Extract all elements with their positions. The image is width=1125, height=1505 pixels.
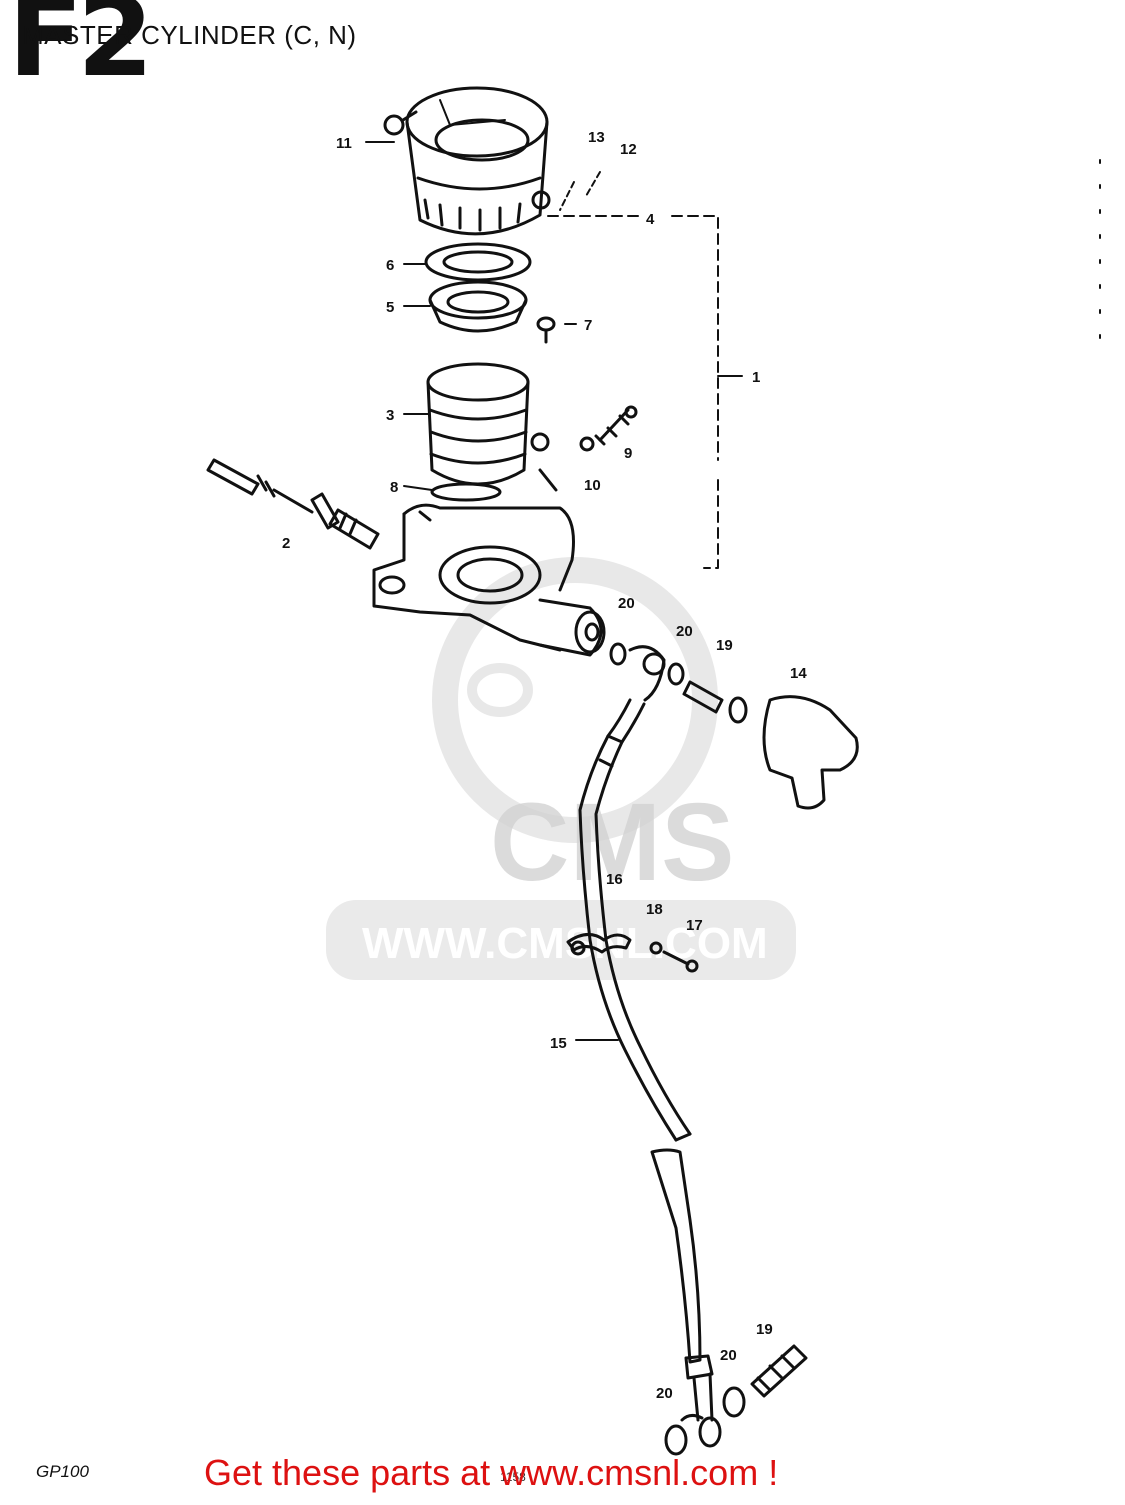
washer-part-10: [579, 436, 595, 452]
hose-part-15: [578, 698, 714, 1422]
callout-11: 11: [336, 135, 352, 152]
callout-20-b: 20: [676, 623, 693, 640]
callout-1: 1: [752, 369, 760, 386]
callout-18: 18: [646, 901, 663, 918]
callout-5: 5: [386, 299, 394, 316]
plate-part-6: [424, 242, 532, 282]
callout-20-a: 20: [618, 595, 635, 612]
leader-lines: [365, 141, 1101, 1041]
cms-watermark: CMS WWW.CMSNL.COM: [326, 557, 796, 980]
callout-2: 2: [282, 535, 290, 552]
callout-15: 15: [550, 1035, 567, 1052]
reservoir-part-11: [383, 86, 551, 236]
callout-20-c: 20: [720, 1347, 737, 1364]
upper-hose-and-banjo: [609, 642, 748, 724]
callout-7: 7: [584, 317, 592, 334]
callout-3: 3: [386, 407, 394, 424]
callout-labels: 1 2 3 4 5 6 7 8 9 10 11 12 13 14 15 16 1…: [282, 129, 807, 1402]
page-number: 1158: [500, 1470, 526, 1484]
grommet-part-18: [649, 941, 663, 955]
callout-19-upper: 19: [716, 637, 733, 654]
parts-link[interactable]: Get these parts at www.cmsnl.com !: [204, 1452, 779, 1493]
diaphragm-part-5: [428, 280, 528, 333]
callout-17: 17: [686, 917, 703, 934]
callout-12: 12: [620, 141, 637, 158]
callout-13: 13: [588, 129, 605, 146]
callout-4: 4: [646, 211, 655, 228]
line-art: [206, 86, 1101, 1456]
clamp-part-16: [566, 933, 632, 956]
bolt-part-9: [594, 405, 638, 446]
callout-19-lower: 19: [756, 1321, 773, 1338]
callout-10: 10: [584, 477, 601, 494]
callout-9: 9: [624, 445, 632, 462]
callout-8: 8: [390, 479, 398, 496]
watermark-mascot-eye: [467, 663, 533, 717]
cylinder-body-part-3: [426, 362, 550, 486]
callout-6: 6: [386, 257, 394, 274]
cap-part-14: [762, 695, 859, 810]
callout-20-d: 20: [656, 1385, 673, 1402]
oring-part-8: [430, 482, 502, 502]
lower-banjo-fitting: [664, 1344, 808, 1456]
screw-part-17: [662, 950, 699, 973]
watermark-logo: CMS: [490, 781, 734, 904]
master-cylinder-body: [372, 468, 606, 657]
callout-16: 16: [606, 871, 623, 888]
model-code: GP100: [36, 1462, 89, 1481]
callout-14: 14: [790, 665, 807, 682]
section-code: F2: [8, 0, 154, 101]
watermark-mascot-head: [432, 557, 718, 843]
screw-part-7: [536, 316, 556, 344]
piston-assembly-part-2: [206, 458, 380, 550]
watermark-url: WWW.CMSNL.COM: [362, 919, 768, 968]
page-title: MASTER CYLINDER (C, N): [22, 20, 357, 50]
